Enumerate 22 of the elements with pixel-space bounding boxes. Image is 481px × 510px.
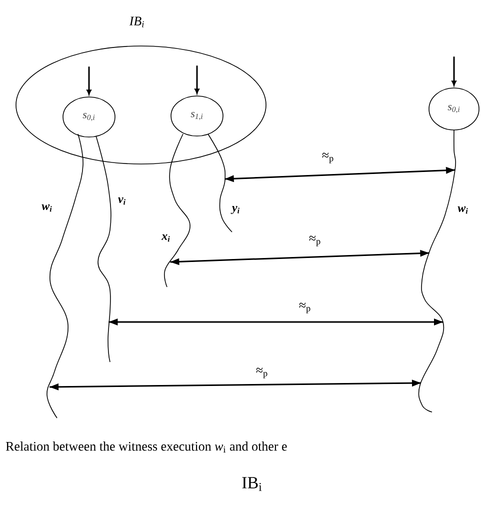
curve-label: w$_{i}$	[42, 204, 52, 212]
curve-label: w$_{i}$	[458, 206, 468, 214]
arrow	[224, 166, 456, 182]
arrow	[170, 250, 430, 266]
arrow	[108, 318, 443, 326]
formula-label: IB$_{i}$	[242, 477, 262, 491]
curve-label: y$_{i}$	[230, 206, 240, 214]
execution-curve	[96, 136, 112, 362]
curve-label: x$_{i}$	[162, 234, 170, 242]
edge-label: ≈$_{p}$	[320, 152, 336, 164]
node-label: IB$_{i}$	[129, 16, 144, 28]
execution-curve	[418, 130, 456, 412]
arrow	[86, 66, 92, 95]
edge-label: ≈$_{p}$	[308, 234, 322, 248]
edge-label: ≈$_{p}$	[254, 366, 270, 380]
execution-curve	[208, 134, 232, 232]
arrow	[50, 380, 421, 390]
caption: Relation between the witness execution w$_{i}$ and other e	[6, 442, 287, 452]
curve-label: v$_{i}$	[118, 197, 126, 205]
arrow	[452, 56, 456, 86]
arrow	[194, 66, 200, 94]
edge-label: ≈$_{p}$	[298, 302, 312, 314]
